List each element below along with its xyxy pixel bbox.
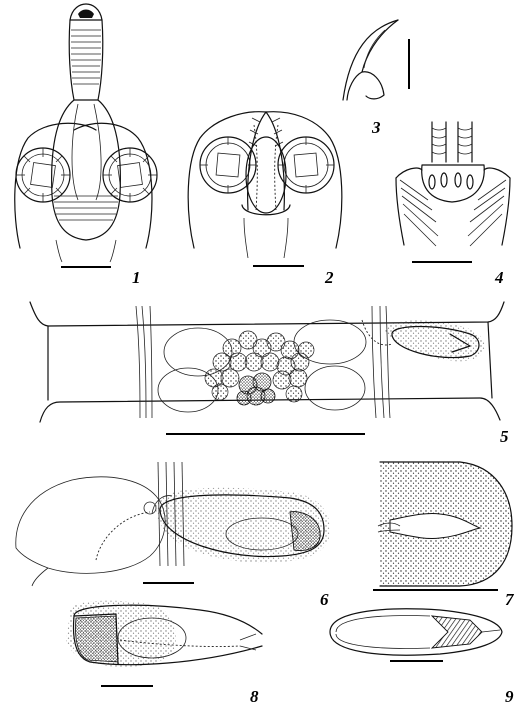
- drawing-9-cirrus: [329, 608, 503, 656]
- figure-label-7: 7: [505, 590, 515, 609]
- figure-label-8: 8: [250, 687, 259, 706]
- figure-label-3: 3: [371, 118, 381, 137]
- drawing-3-hook: [342, 19, 399, 101]
- figure-label-4: 4: [494, 268, 504, 287]
- figure-label-6: 6: [320, 590, 329, 609]
- figure-label-1: 1: [132, 268, 141, 287]
- figure-label-5: 5: [500, 427, 509, 446]
- drawing-4-rostellum: [395, 121, 511, 247]
- figure-label-9: 9: [505, 687, 514, 706]
- drawing-1-scolex: [14, 3, 158, 263]
- drawing-5-proglottid: [29, 301, 505, 423]
- drawing-7-receptacle: [377, 461, 513, 587]
- drawing-2-scolex: [187, 111, 343, 259]
- figure-label-2: 2: [324, 268, 334, 287]
- drawing-6-cirrus-sac: [15, 461, 330, 587]
- drawing-8-cirrus-sac: [66, 600, 263, 667]
